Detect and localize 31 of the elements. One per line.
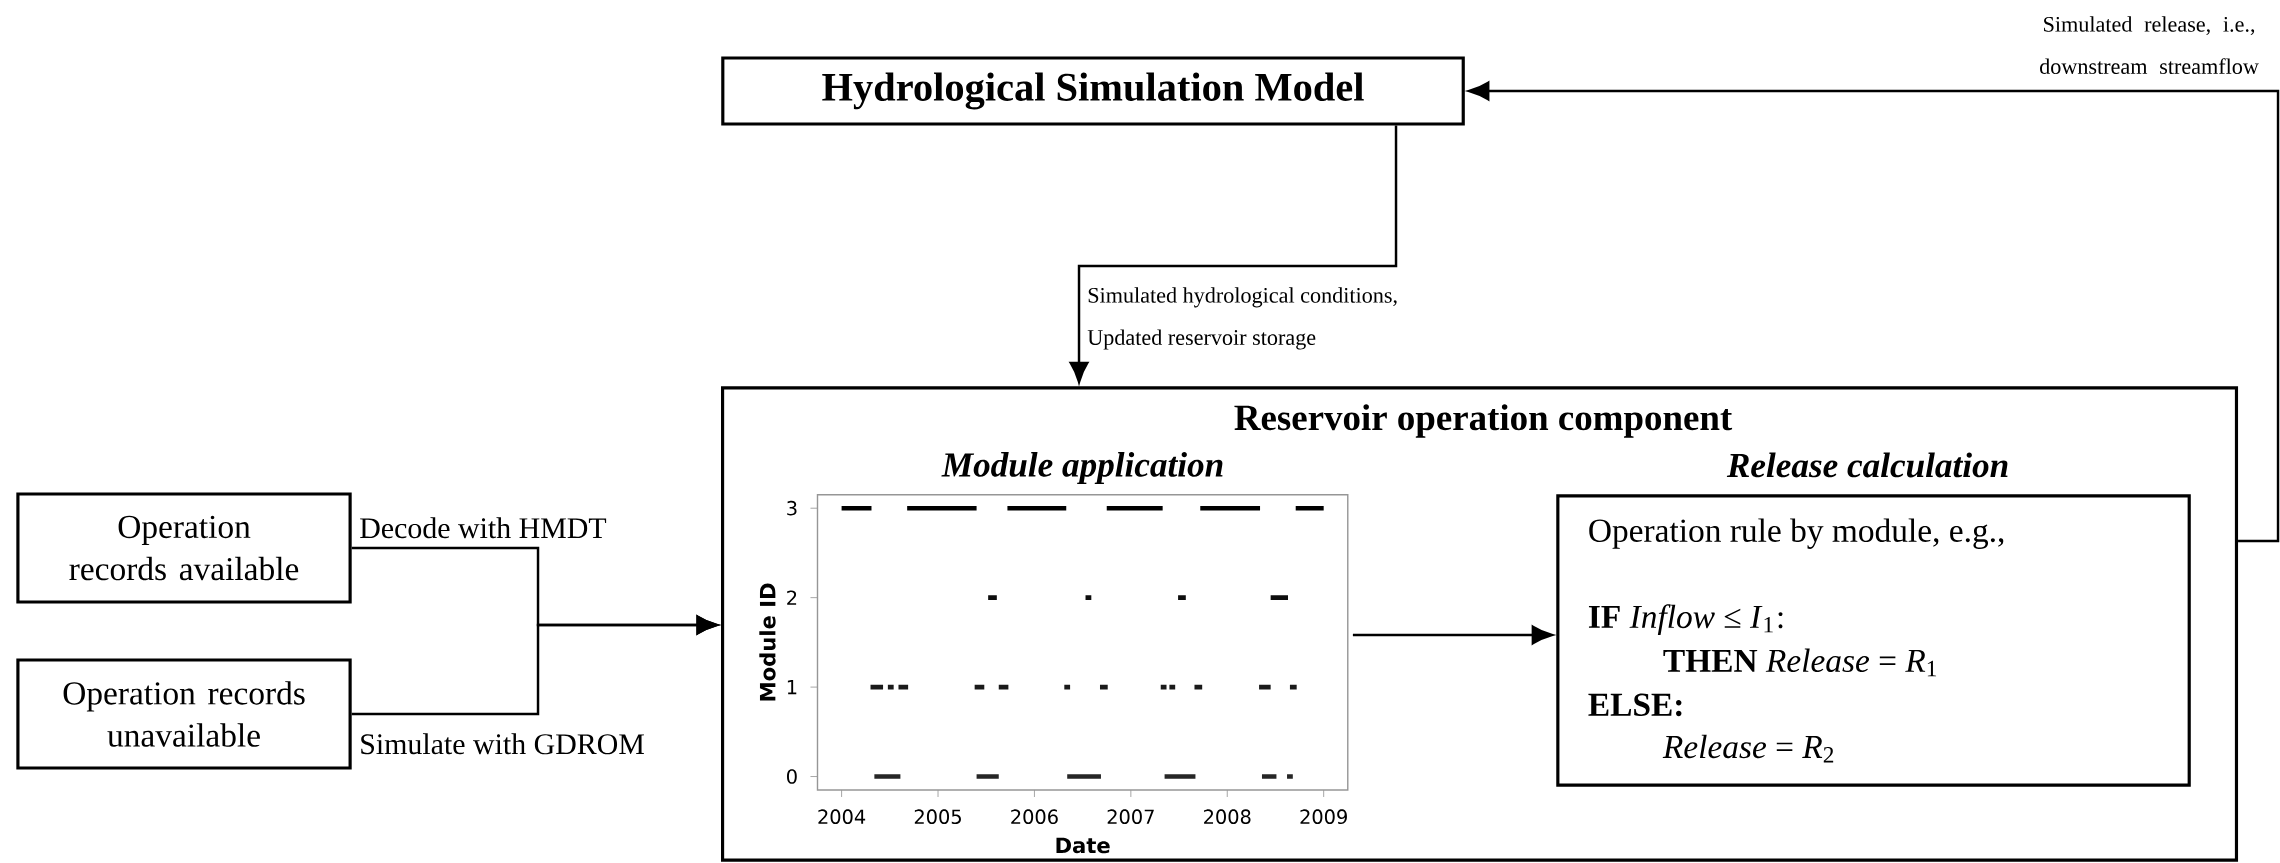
node-label: Release = R$_{2}$ [1662,734,1834,763]
arrow [1069,125,1398,384]
arrow [1468,81,2280,543]
section-heading: Module application [941,452,1223,484]
arrow [351,615,718,716]
section-heading: Release calculation [1726,452,2008,478]
model-box: Hydrological Simulation Model [721,56,1465,126]
edge-label: Simulated hydrological conditions, Updated reservoir storage [1083,283,1421,354]
process-box: Operation records unavailable [16,658,352,770]
x-tick-label: 2004 [818,809,866,825]
component-title: Reservoir operation component [1234,404,1733,438]
node-label: IF Inflow ≤ I$_{1}$: [1588,604,1783,635]
y-axis-title: Module ID [759,583,776,701]
y-tick-label: 0 [787,769,797,784]
y-tick-label: 3 [787,500,797,516]
y-tick-label: 2 [787,590,797,605]
process-box: Operation records available [16,492,352,604]
x-tick-label: 2009 [1300,809,1347,825]
node-label: Operation rule by module, e.g., [1589,518,2004,549]
node-label: THEN Release = R$_{1}$ [1663,648,1937,677]
x-tick-label: 2007 [1107,809,1154,825]
edge-label: Simulated release, i.e., downstream streamflow [2030,12,2268,78]
edge-label: Decode with HMDT [355,513,611,542]
x-axis-title: Date [1056,837,1110,854]
y-tick-label: 1 [787,680,797,695]
node-label: ELSE: [1588,693,1682,717]
x-tick-label: 2005 [914,809,961,825]
x-tick-label: 2008 [1204,809,1251,825]
edge-label: Simulate with GDROM [355,729,649,758]
arrow [1352,625,1553,645]
x-tick-label: 2006 [1011,809,1058,825]
